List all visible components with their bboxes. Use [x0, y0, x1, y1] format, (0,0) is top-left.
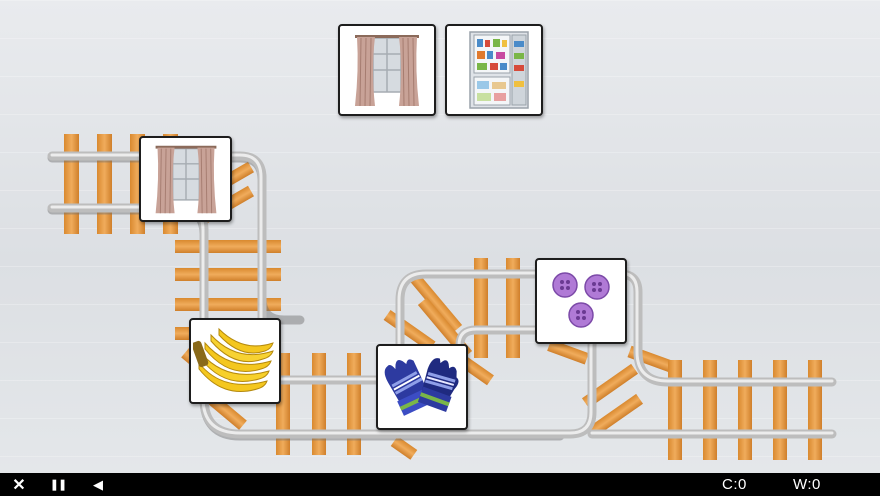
- glove-icon: [384, 358, 459, 416]
- pause-button[interactable]: ❚❚: [45, 473, 71, 496]
- pause-icon: ❚❚: [49, 479, 67, 491]
- target-card-curtains[interactable]: [338, 24, 436, 116]
- track-card-buttons[interactable]: [535, 258, 627, 344]
- bottom-control-bar: ✕ ❚❚ ◀ C:0 W:0: [0, 473, 880, 496]
- close-icon: ✕: [12, 476, 26, 494]
- correct-counter: C:0: [722, 476, 747, 493]
- back-icon: ◀: [93, 476, 103, 492]
- track-card-bananas[interactable]: [189, 318, 281, 404]
- curtain-icon: [355, 35, 419, 107]
- close-button[interactable]: ✕: [6, 473, 32, 496]
- track-card-gloves[interactable]: [376, 344, 468, 430]
- fridge-icon: [469, 31, 529, 109]
- target-card-refrigerator[interactable]: [445, 24, 543, 116]
- back-button[interactable]: ◀: [85, 473, 111, 496]
- banana-icon: [193, 327, 274, 392]
- curtain-icon: [155, 145, 216, 214]
- game-board: [0, 0, 880, 473]
- track-card-curtains[interactable]: [139, 136, 232, 222]
- button-icon: [552, 272, 610, 328]
- wrong-counter: W:0: [793, 476, 821, 493]
